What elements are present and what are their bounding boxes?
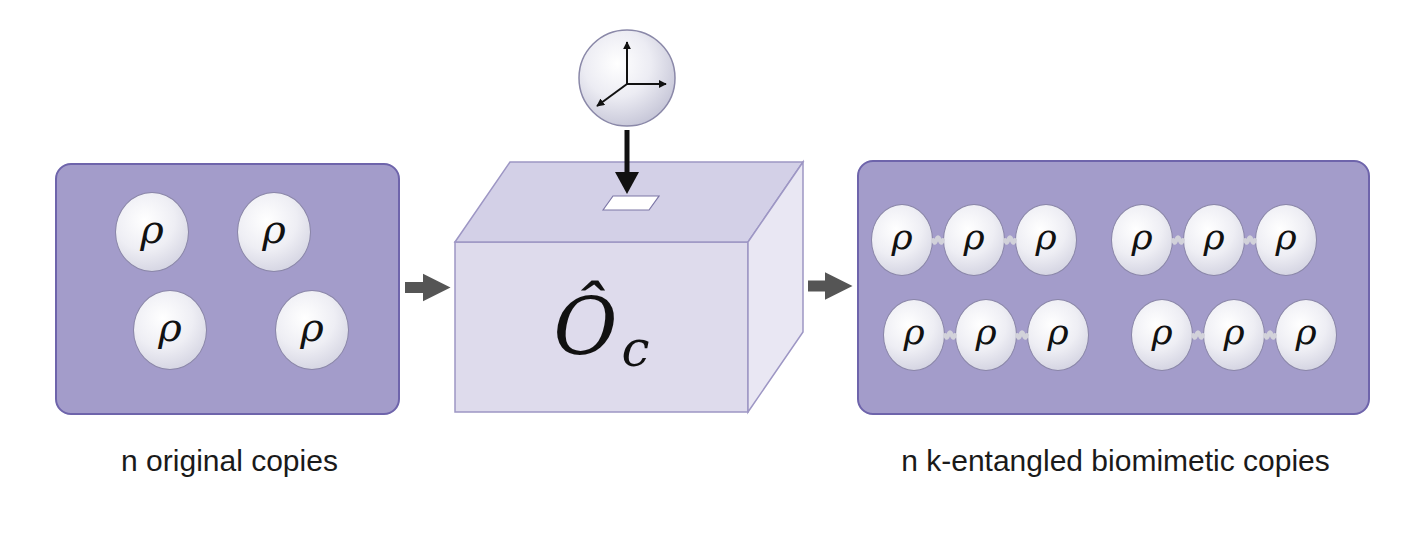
state-symbol: ρ: [1295, 314, 1316, 350]
caption-holder: n original copies: [15, 439, 445, 483]
basis-arrow-shaft: [625, 130, 630, 174]
state-symbol: ρ: [903, 314, 924, 350]
state-circle: ρ: [1275, 299, 1337, 371]
operator-subscript: c: [621, 324, 649, 374]
state-symbol: ρ: [1223, 314, 1244, 350]
basis-circle: [579, 30, 675, 126]
state-circle: ρ: [1183, 204, 1245, 276]
flow-arrow: [405, 282, 423, 293]
state-circle: ρ: [871, 204, 933, 276]
state-symbol: ρ: [891, 219, 912, 255]
operator-label-holder: Ôc: [455, 242, 748, 412]
axis-line: [597, 84, 627, 106]
axis-line: [627, 83, 666, 85]
operator-symbol: Ô: [554, 288, 618, 366]
state-circle: ρ: [1111, 204, 1173, 276]
state-symbol: ρ: [1131, 219, 1152, 255]
measurement-basis-icon: [579, 30, 675, 126]
state-circle: ρ: [883, 299, 945, 371]
state-circle: ρ: [1027, 299, 1089, 371]
state-symbol: ρ: [1203, 219, 1224, 255]
copies-panel: n original copiesρρρρ: [55, 163, 400, 415]
box-outline: [455, 160, 803, 412]
state-symbol: ρ: [140, 209, 164, 249]
state-symbol: ρ: [158, 307, 182, 347]
state-circle: ρ: [1203, 299, 1265, 371]
state-circle: ρ: [943, 204, 1005, 276]
panel-caption: n k-entangled biomimetic copies: [901, 439, 1331, 483]
caption-holder: n k-entangled biomimetic copies: [901, 439, 1331, 483]
state-circle: ρ: [237, 192, 311, 272]
state-symbol: ρ: [975, 314, 996, 350]
state-symbol: ρ: [1035, 219, 1056, 255]
state-circle: ρ: [1255, 204, 1317, 276]
box-top-face: [455, 162, 803, 242]
state-symbol: ρ: [1151, 314, 1172, 350]
copies-panel: n k-entangled biomimetic copiesρρρρρρρρρ…: [857, 160, 1370, 415]
state-symbol: ρ: [262, 209, 286, 249]
panel-caption: n original copies: [15, 439, 445, 483]
box-front-face: [455, 242, 748, 412]
state-circle: ρ: [115, 192, 189, 272]
state-symbol: ρ: [300, 307, 324, 347]
state-symbol: ρ: [1047, 314, 1068, 350]
flow-arrow: [808, 281, 825, 292]
state-circle: ρ: [1015, 204, 1077, 276]
state-symbol: ρ: [963, 219, 984, 255]
state-circle: ρ: [955, 299, 1017, 371]
box-side-face: [748, 162, 803, 412]
state-circle: ρ: [275, 290, 349, 370]
state-circle: ρ: [133, 290, 207, 370]
state-symbol: ρ: [1275, 219, 1296, 255]
basis-arrow-head: [615, 172, 639, 194]
input-slot: [603, 196, 659, 210]
state-circle: ρ: [1131, 299, 1193, 371]
axis-line: [626, 42, 628, 84]
operation-box: Ôc: [455, 160, 803, 412]
